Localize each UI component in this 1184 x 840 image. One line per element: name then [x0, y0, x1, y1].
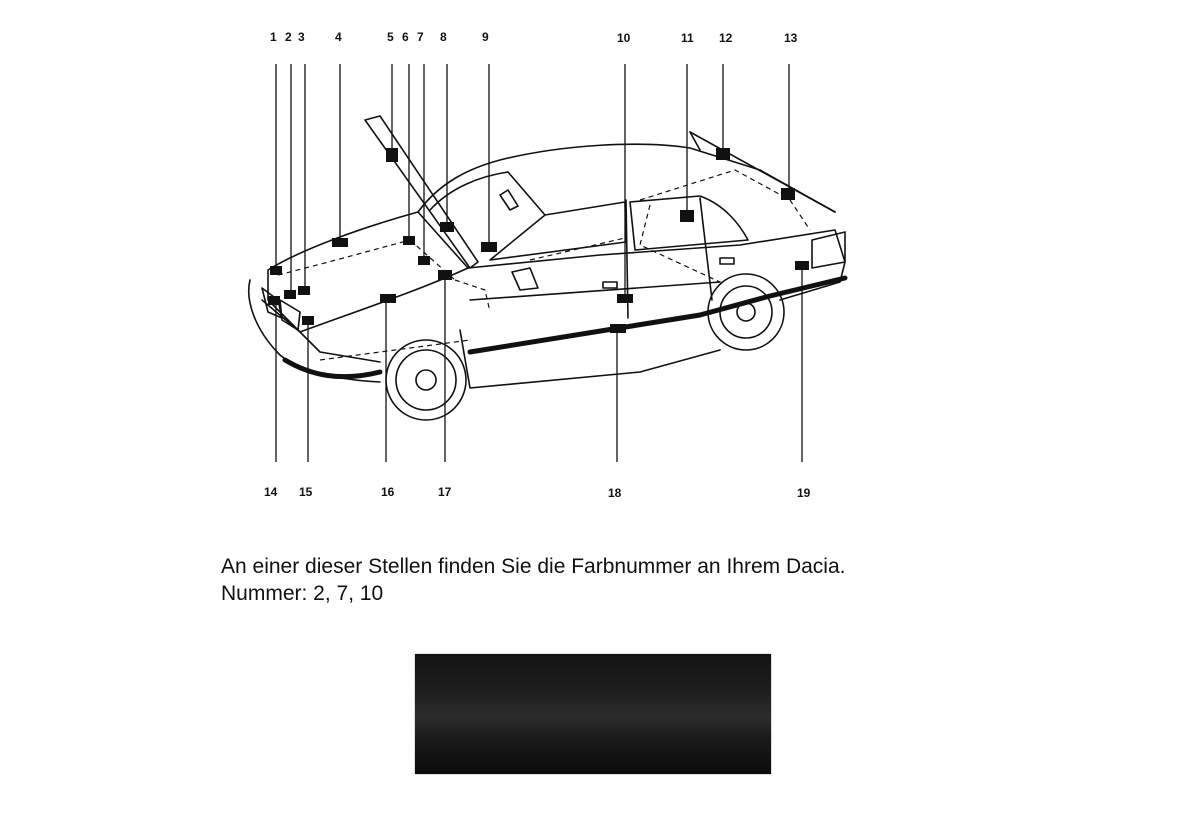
callout-19: 19: [797, 486, 811, 500]
leader-lines: [275, 64, 803, 462]
callout-4: 4: [335, 30, 342, 44]
callout-12: 12: [719, 31, 733, 45]
callout-11: 11: [681, 31, 694, 45]
callout-13: 13: [784, 31, 798, 45]
callouts-top: 1 2 3 4 5 6 7 8 9 10 11 12 13: [270, 30, 798, 45]
callout-16: 16: [381, 485, 395, 499]
caption-line-location: An einer dieser Stellen finden Sie die F…: [221, 555, 846, 578]
color-swatch: [415, 654, 771, 774]
callout-17: 17: [438, 485, 452, 499]
location-markers: [268, 148, 809, 333]
callout-18: 18: [608, 486, 622, 500]
callout-15: 15: [299, 485, 313, 499]
callout-7: 7: [417, 30, 424, 44]
callout-6: 6: [402, 30, 409, 44]
callout-8: 8: [440, 30, 447, 44]
wheels: [385, 273, 785, 421]
callout-10: 10: [617, 31, 631, 45]
callout-9: 9: [482, 30, 489, 44]
callout-14: 14: [264, 485, 278, 499]
callout-5: 5: [387, 30, 394, 44]
callouts-bottom: 14 15 16 17 18 19: [264, 485, 811, 500]
caption-line-numbers: Nummer: 2, 7, 10: [221, 582, 384, 605]
paint-code-caption: An einer dieser Stellen finden Sie die F…: [221, 553, 845, 607]
car-dashed-lines: [277, 169, 811, 361]
callout-2: 2: [285, 30, 292, 44]
callout-1: 1: [270, 30, 277, 44]
callout-3: 3: [298, 30, 305, 44]
car-paint-code-diagram: 1 2 3 4 5 6 7 8 9 10 11 12 13 14 15 16 1…: [248, 30, 848, 500]
car-drawing: [248, 115, 848, 389]
